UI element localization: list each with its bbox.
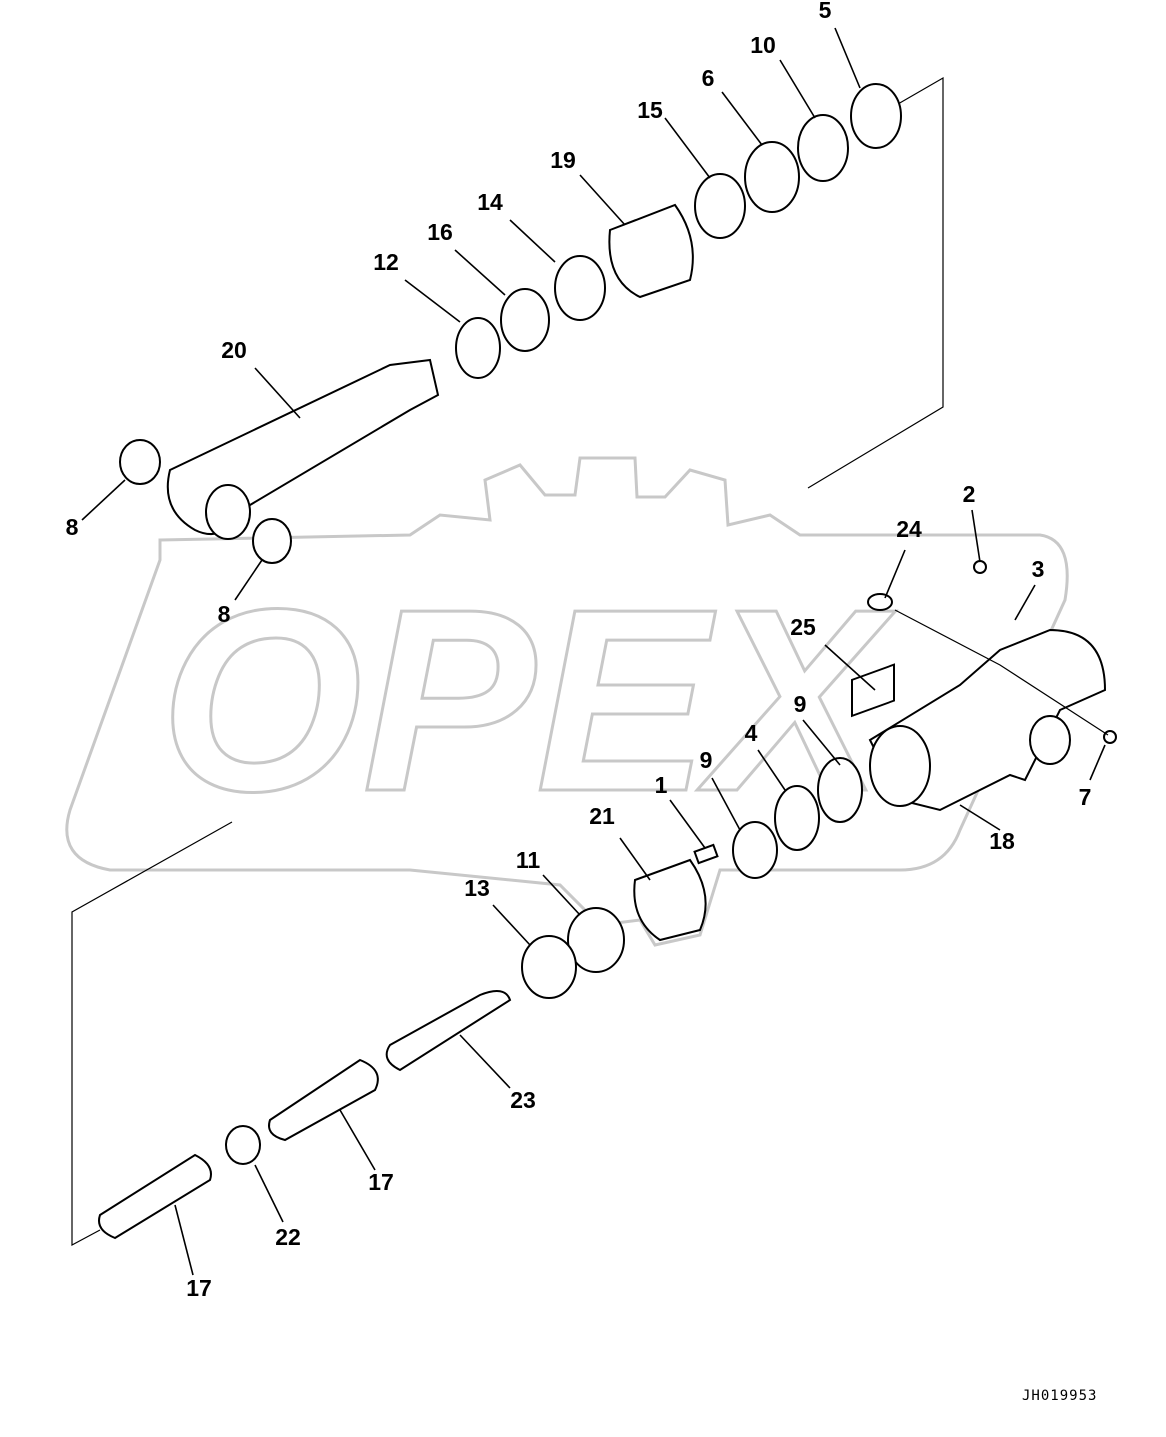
leader-line-21 [619, 837, 651, 881]
assembly-frame-lines [71, 76, 944, 1247]
callout-14: 14 [477, 189, 503, 215]
callout-8: 8 [218, 601, 231, 627]
callout-22: 22 [275, 1224, 301, 1250]
callout-5: 5 [819, 0, 832, 23]
callout-25: 25 [790, 614, 816, 640]
leader-line-12 [404, 279, 461, 323]
leader-line-5 [834, 27, 861, 89]
leader-line-24 [884, 549, 906, 599]
leader-line-8 [81, 479, 126, 521]
callout-18: 18 [989, 828, 1015, 854]
callout-15: 15 [637, 97, 663, 123]
leader-line-1 [669, 799, 706, 849]
callout-11: 11 [516, 847, 541, 873]
leader-line-23 [459, 1034, 511, 1089]
callout-23: 23 [510, 1087, 536, 1113]
leader-lines [81, 27, 1106, 1276]
leader-line-6 [721, 91, 763, 146]
callout-2: 2 [963, 481, 976, 507]
leader-line-4 [757, 749, 786, 791]
leader-line-2 [971, 509, 981, 563]
leader-line-17 [339, 1109, 376, 1171]
leader-line-9 [711, 777, 741, 831]
leader-line-17 [174, 1204, 194, 1276]
leader-line-8 [234, 559, 263, 601]
leader-line-14 [509, 219, 556, 263]
callout-9: 9 [700, 747, 713, 773]
leader-line-3 [1014, 584, 1036, 621]
callout-10: 10 [750, 32, 776, 58]
callout-12: 12 [373, 249, 399, 275]
svg-text:OPEX: OPEX [160, 556, 896, 846]
leader-line-18 [959, 804, 1001, 831]
leader-line-11 [542, 874, 581, 916]
leader-line-19 [579, 174, 626, 226]
callout-4: 4 [745, 720, 758, 746]
leader-line-9 [802, 719, 841, 766]
callout-17: 17 [186, 1275, 212, 1301]
callout-3: 3 [1032, 556, 1045, 582]
leader-line-13 [492, 904, 531, 946]
callout-20: 20 [221, 337, 247, 363]
leader-line-22 [254, 1164, 284, 1223]
callout-16: 16 [427, 219, 453, 245]
drawing-code: JH019953 [1022, 1388, 1098, 1404]
callout-labels: 5 10 6 15 19 14 16 12 20 8 8 2 24 3 25 9 4 9 7 1 21 18 11 13 23 1… [66, 0, 1092, 1301]
leader-line-10 [779, 59, 816, 119]
callout-24: 24 [896, 516, 922, 542]
leader-line-25 [824, 644, 876, 691]
callout-19: 19 [550, 147, 576, 173]
parts [98, 83, 1117, 1240]
callout-6: 6 [702, 65, 715, 91]
leader-line-16 [454, 249, 506, 296]
watermark: OPEX [65, 456, 1069, 947]
leader-line-7 [1089, 744, 1106, 781]
callout-13: 13 [464, 875, 490, 901]
leader-line-20 [254, 367, 301, 419]
leader-line-15 [664, 117, 711, 179]
callout-1: 1 [655, 772, 668, 798]
callout-21: 21 [589, 803, 615, 829]
callout-8: 8 [66, 514, 79, 540]
callout-17: 17 [368, 1169, 394, 1195]
callout-9: 9 [794, 691, 807, 717]
callout-7: 7 [1079, 784, 1092, 810]
